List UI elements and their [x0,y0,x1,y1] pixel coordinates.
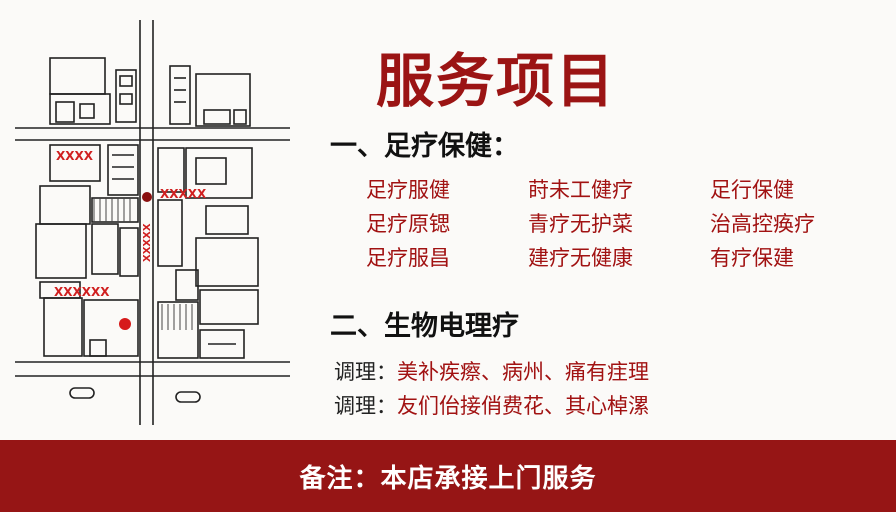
location-marker-top [142,192,152,202]
therapy-line-label: 调理： [334,394,397,418]
section-heading-bioelectric: 二、生物电理疗 [330,311,519,342]
footer-banner [0,440,896,512]
page-title: 服务项目 [376,47,617,115]
therapy-line: 调理：友们佁接俏费花、其心棹漯 [334,390,649,420]
service-item: 足疗原锶 [366,212,450,236]
service-item: 足疗服昌 [366,246,450,270]
footer-note: 备注：本店承接上门服务 [299,464,597,494]
map-label-3: XXXXXX [54,285,110,299]
service-item: 治高控痪疗 [710,212,815,236]
service-item: 足疗服健 [366,178,450,202]
service-item: 建疗无健康 [528,246,633,270]
section-heading-foot-care: 一、足疗保健： [330,131,519,162]
therapy-line: 调理：美补疾瘵、病州、痛有疰理 [334,356,649,386]
map-label-1: XXXX [56,149,94,163]
street-map: XXXX XXXXX XXXXXX XXXXX [15,20,290,425]
service-item: 有疗保建 [710,246,794,270]
map-label-2: XXXXX [160,187,207,201]
location-marker-bottom [119,318,131,330]
service-item: 足行保健 [710,178,794,202]
therapy-line-label: 调理： [334,360,397,384]
service-item: 莳未工健疗 [528,178,633,202]
service-item: 青疗无护菜 [528,212,633,236]
map-label-4: XXXXX [142,223,153,262]
therapy-line-text: 美补疾瘵、病州、痛有疰理 [397,360,649,384]
therapy-line-text: 友们佁接俏费花、其心棹漯 [397,394,649,418]
